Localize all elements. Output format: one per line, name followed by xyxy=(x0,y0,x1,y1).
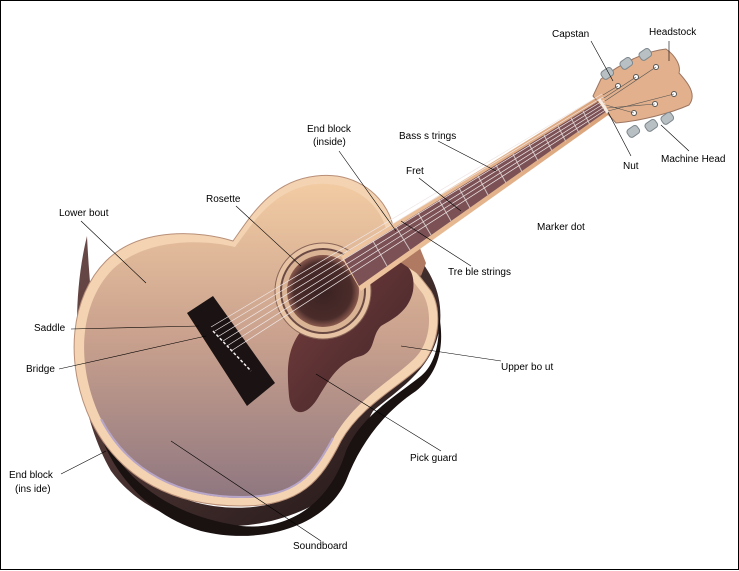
strings xyxy=(210,93,608,352)
machine-heads xyxy=(600,47,675,138)
label-bass-strings: Bass s trings xyxy=(399,131,456,142)
label-machine-head: Machine Head xyxy=(661,154,725,165)
head-strings xyxy=(602,66,675,114)
label-rosette: Rosette xyxy=(206,194,241,205)
label-saddle: Saddle xyxy=(34,323,66,334)
label-capstan: Capstan xyxy=(552,29,589,40)
label-nut: Nut xyxy=(623,161,639,172)
label-end-block-top-line2: (inside) xyxy=(313,137,346,148)
guitar-back-edge xyxy=(96,306,442,536)
sound-hole xyxy=(287,255,359,327)
label-end-block-bottom-line1: End block xyxy=(9,470,54,481)
label-pick-guard: Pick guard xyxy=(410,453,457,464)
saddle xyxy=(212,330,252,372)
label-headstock: Headstock xyxy=(649,27,697,38)
label-end-block-bottom-line2: (ins ide) xyxy=(15,484,51,495)
label-upper-bout: Upper bo ut xyxy=(501,362,553,373)
leader-lines xyxy=(58,40,690,542)
label-lower-bout: Lower bout xyxy=(59,208,109,219)
nut xyxy=(597,98,610,114)
soundboard xyxy=(84,183,430,498)
label-marker-dot: Marker dot xyxy=(537,222,585,233)
label-fret: Fret xyxy=(406,166,424,177)
label-soundboard: Soundboard xyxy=(293,541,348,552)
part-labels: Capstan Headstock Machine Head Nut End b… xyxy=(9,27,725,552)
label-end-block-top-line1: End block xyxy=(307,124,352,135)
purfling xyxy=(100,418,334,499)
frets xyxy=(372,110,591,267)
pick-guard xyxy=(287,261,414,413)
label-treble-strings: Tre ble strings xyxy=(448,267,511,278)
label-bridge: Bridge xyxy=(26,364,55,375)
